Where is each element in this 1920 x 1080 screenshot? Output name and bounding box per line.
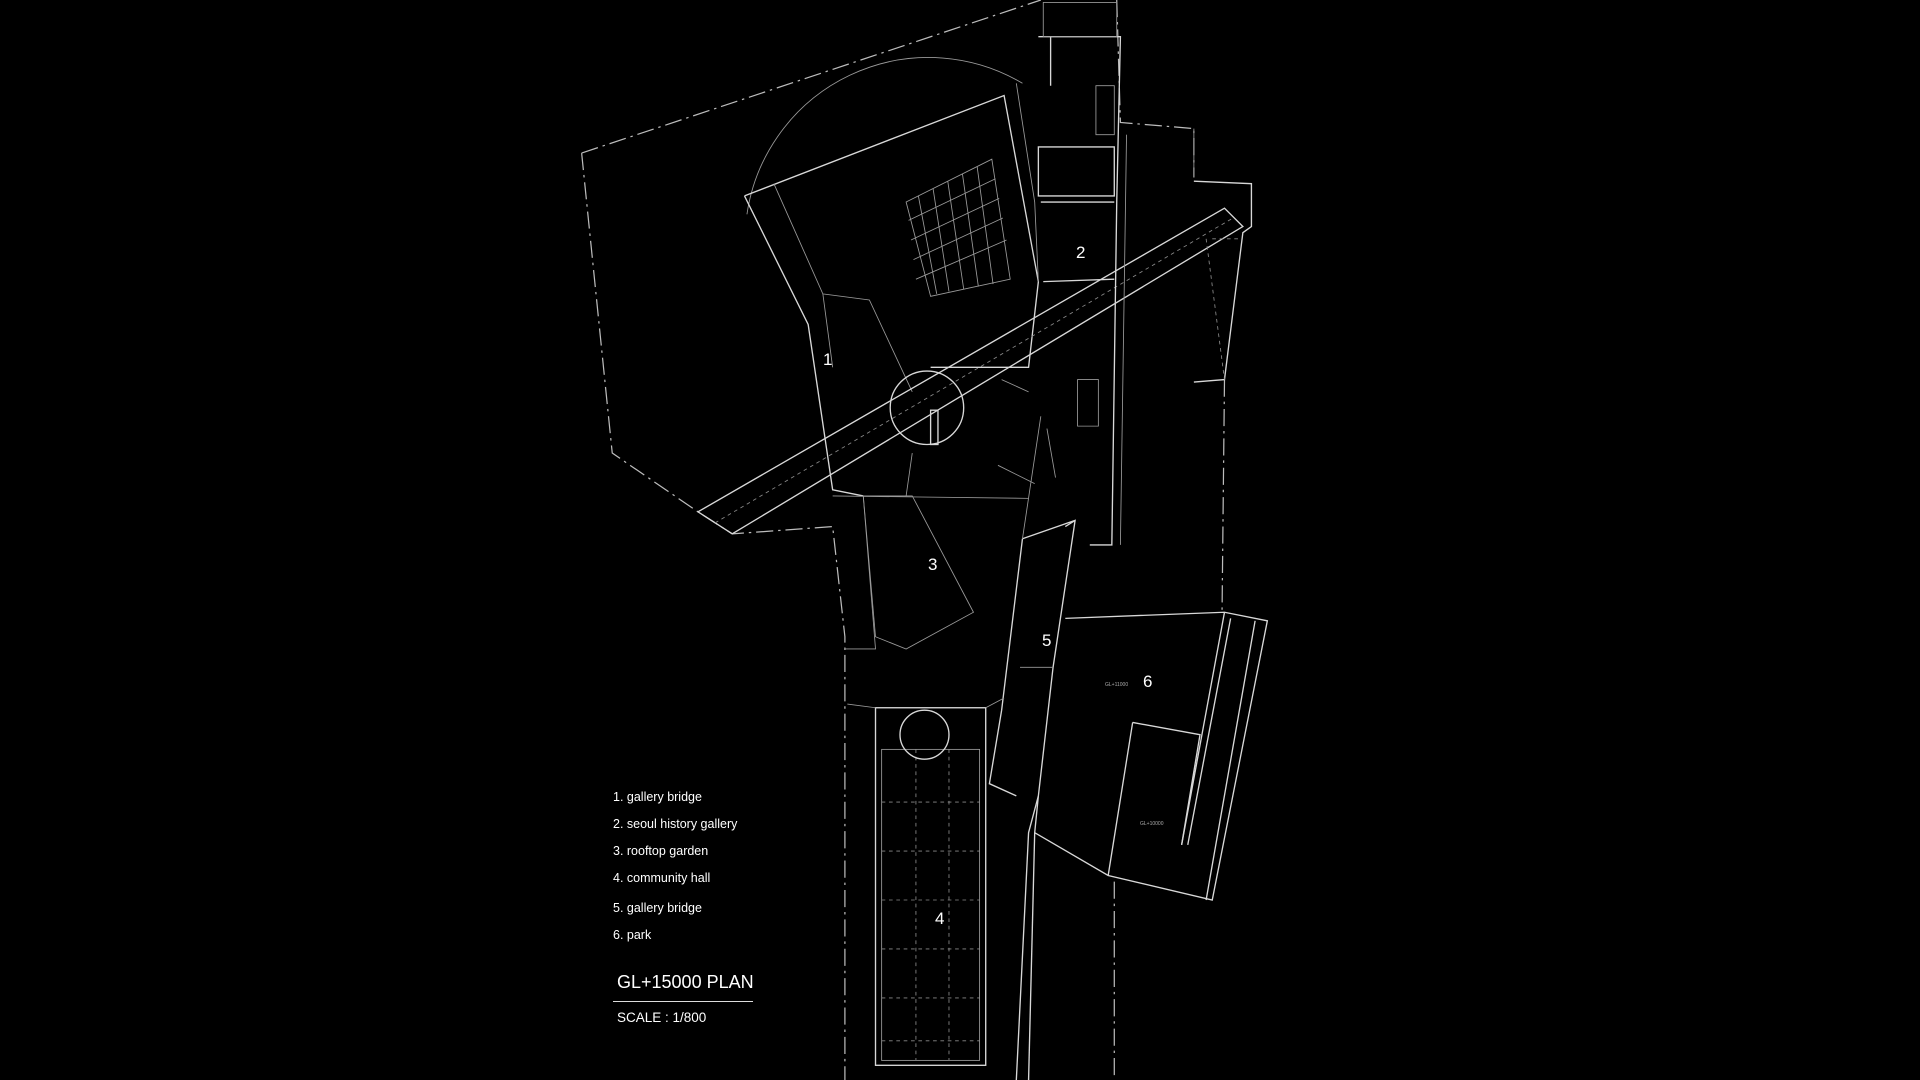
community-hall <box>874 707 987 1066</box>
site-boundary-right <box>1113 0 1226 1080</box>
lower-terrace <box>1107 721 1201 876</box>
gallery-bridge-5 <box>988 519 1076 1080</box>
rooftop-garden <box>832 453 1029 650</box>
title-rule <box>613 1001 753 1002</box>
plan-title: GL+15000 PLAN <box>617 972 754 992</box>
area-label-5: 5 <box>1042 631 1052 650</box>
legend-item: 6. park <box>613 928 652 942</box>
area-label-3: 3 <box>928 555 938 574</box>
building-outline <box>743 94 1040 497</box>
park <box>1033 611 1269 901</box>
site-boundary <box>581 0 1042 1080</box>
circular-court <box>889 370 965 446</box>
area-label-1: 1 <box>823 350 833 369</box>
plan-scale: SCALE : 1/800 <box>617 1010 707 1025</box>
arc-outline <box>746 57 1023 215</box>
legend-item: 1. gallery bridge <box>613 790 702 804</box>
seoul-history-gallery <box>1037 36 1122 546</box>
legend-item: 5. gallery bridge <box>613 901 702 915</box>
level-mark: GL+10000 <box>1140 821 1164 827</box>
lattice-structure <box>905 158 1011 297</box>
legend-item: 2. seoul history gallery <box>613 817 738 831</box>
area-label-2: 2 <box>1076 243 1086 262</box>
area-label-4: 4 <box>935 909 945 928</box>
area-label-6: 6 <box>1143 672 1153 691</box>
gallery-bridge-1 <box>696 207 1244 535</box>
level-mark: GL+11000 <box>1105 682 1129 688</box>
legend-item: 3. rooftop garden <box>613 844 709 858</box>
east-strip <box>1193 180 1253 383</box>
circular-stair <box>899 709 950 760</box>
legend-item: 4. community hall <box>613 871 711 885</box>
